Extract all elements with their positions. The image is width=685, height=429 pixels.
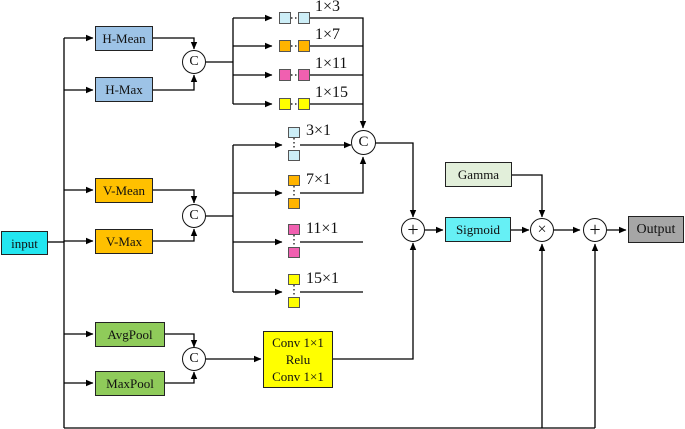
kernel-label-11x1: 11×1 (306, 220, 339, 237)
kernel-label-1x11: 1×11 (315, 55, 348, 72)
v-concat-op: C (182, 204, 206, 228)
h-kernel-1x15-right (298, 98, 310, 110)
h-max-box: H-Max (95, 77, 153, 102)
h-concat-op: C (182, 50, 206, 74)
maxpool-box: MaxPool (95, 371, 165, 396)
v-kernel-3x1-top (288, 127, 300, 138)
relu-line: Relu (285, 352, 311, 367)
add-op-2: + (583, 218, 607, 242)
add-op-1: + (401, 218, 425, 242)
h-kernel-1x3-left (279, 12, 291, 24)
output-box: Output (628, 216, 684, 243)
h-kernel-1x7-left (279, 40, 291, 52)
v-kernel-3x1-bottom (288, 150, 300, 161)
h-kernel-1x11-left (279, 69, 291, 81)
kernel-label-1x7: 1×7 (315, 26, 341, 43)
kernel-label-3x1: 3×1 (306, 122, 332, 139)
v-kernel-7x1-top (288, 175, 300, 186)
h-mean-box: H-Mean (95, 26, 153, 51)
v-kernel-11x1-top (288, 224, 300, 235)
input-node: input (1, 231, 48, 255)
v-kernel-15x1-bottom (288, 297, 300, 308)
v-kernel-11x1-bottom (288, 247, 300, 258)
v-mean-box: V-Mean (95, 178, 153, 203)
kernel-label-7x1: 7×1 (306, 171, 332, 188)
v-kernel-7x1-bottom (288, 198, 300, 209)
v-max-box: V-Max (95, 229, 153, 254)
main-concat-op: C (351, 130, 376, 155)
h-kernel-1x7-right (298, 40, 310, 52)
sigmoid-box: Sigmoid (445, 217, 511, 242)
h-kernel-1x15-left (279, 98, 291, 110)
h-kernel-1x11-right (298, 69, 310, 81)
kernel-label-1x3: 1×3 (315, 0, 341, 15)
gamma-box: Gamma (445, 162, 512, 187)
conv-relu-conv-block: Conv 1×1 Relu Conv 1×1 (263, 331, 333, 388)
multiply-op: × (530, 218, 554, 242)
conv-line-2: Conv 1×1 (272, 369, 324, 384)
v-kernel-15x1-top (288, 274, 300, 285)
kernel-label-1x15: 1×15 (315, 84, 349, 101)
h-kernel-1x3-right (298, 12, 310, 24)
kernel-label-15x1: 15×1 (306, 270, 340, 287)
pool-concat-op: C (182, 347, 206, 371)
conv-line-1: Conv 1×1 (272, 335, 324, 350)
avgpool-box: AvgPool (95, 322, 165, 347)
